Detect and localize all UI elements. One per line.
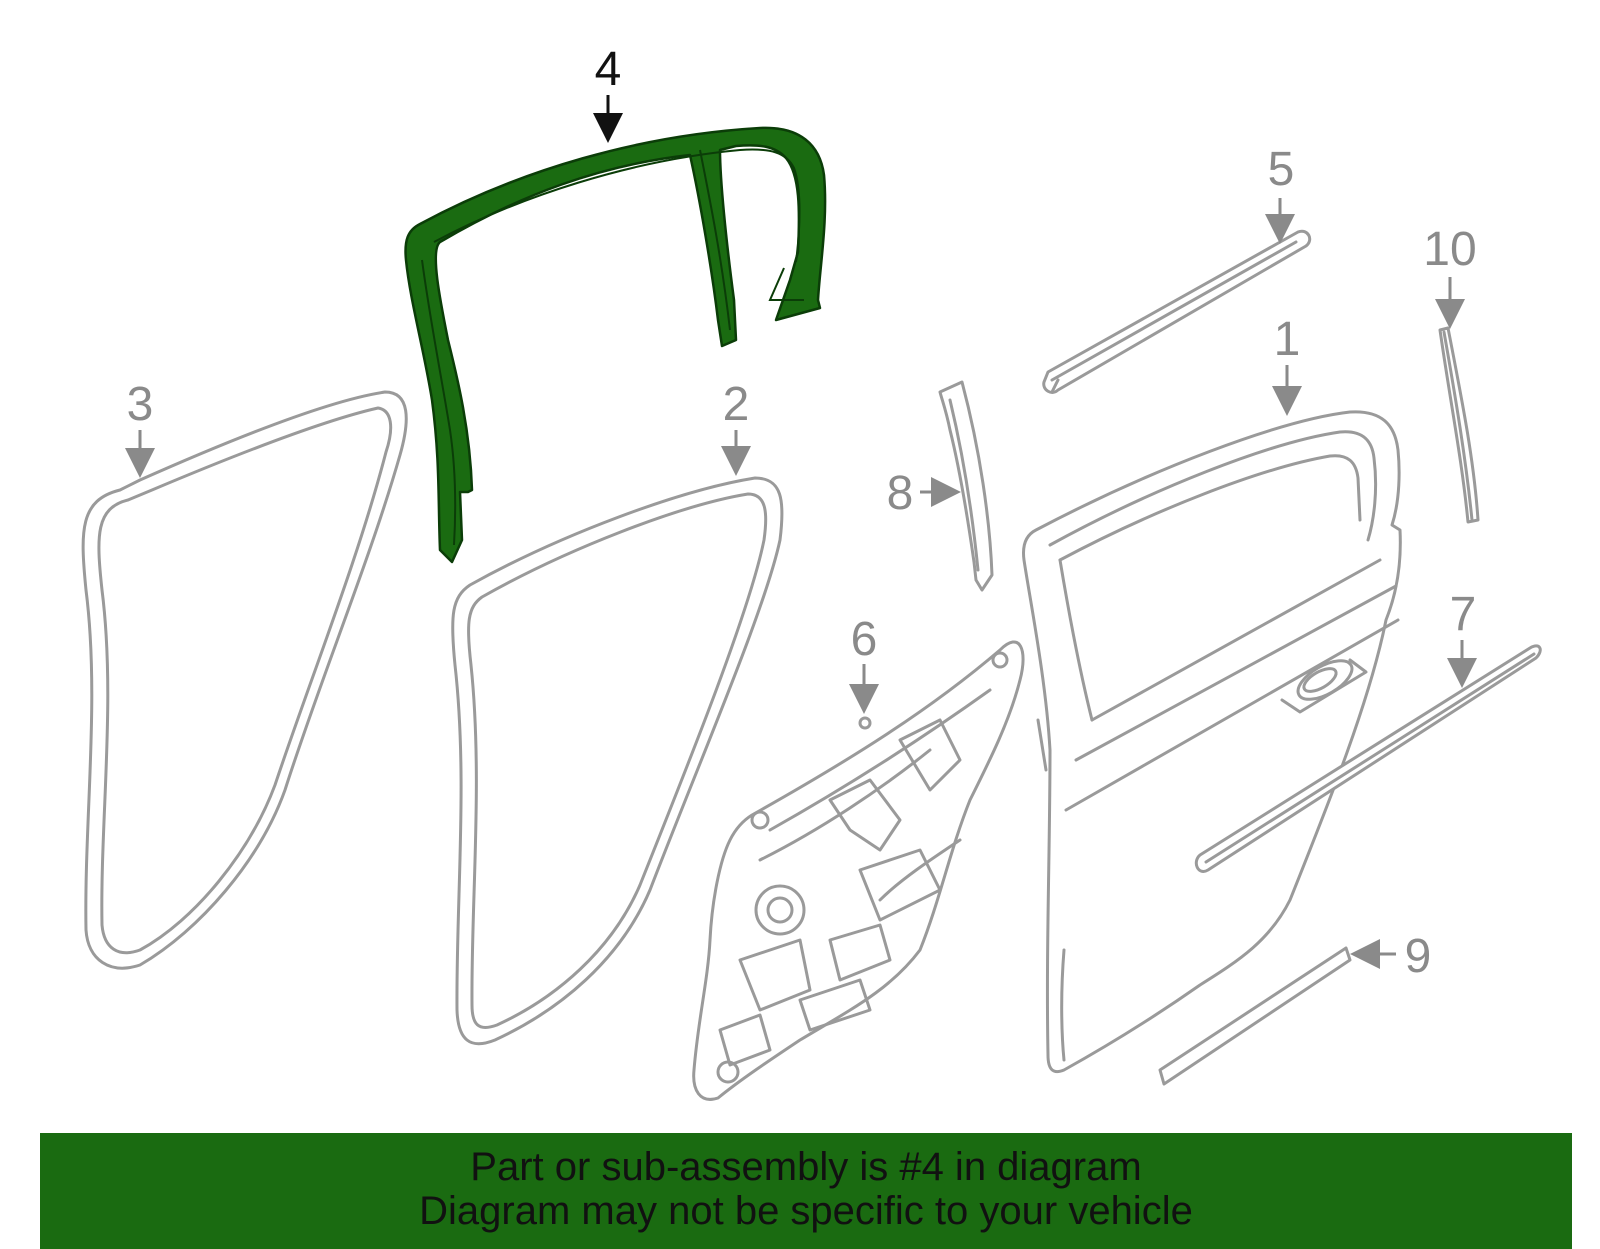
banner-line-1: Part or sub-assembly is #4 in diagram bbox=[470, 1145, 1142, 1189]
callout-5: 5 bbox=[1268, 143, 1295, 196]
callout-8: 8 bbox=[887, 467, 914, 520]
callout-10: 10 bbox=[1423, 223, 1476, 276]
callout-2: 2 bbox=[723, 378, 750, 431]
info-banner: Part or sub-assembly is #4 in diagram Di… bbox=[40, 1133, 1572, 1249]
part-7-molding bbox=[1194, 644, 1542, 873]
part-1-door bbox=[1022, 410, 1402, 1074]
callout-9: 9 bbox=[1405, 930, 1432, 983]
part-4-highlighted-frame bbox=[404, 126, 827, 564]
part-3-seal bbox=[81, 390, 408, 970]
callout-3: 3 bbox=[127, 378, 154, 431]
callout-6: 6 bbox=[851, 613, 878, 666]
part-6-module-panel bbox=[692, 640, 1025, 1101]
part-10-trim bbox=[1438, 326, 1480, 524]
callout-1: 1 bbox=[1274, 313, 1301, 366]
callout-7: 7 bbox=[1450, 588, 1477, 641]
callout-4: 4 bbox=[595, 43, 622, 96]
part-8-trim bbox=[938, 380, 994, 592]
banner-line-2: Diagram may not be specific to your vehi… bbox=[419, 1189, 1193, 1233]
part-5-molding bbox=[1042, 229, 1312, 394]
part-2-seal bbox=[451, 476, 784, 1046]
